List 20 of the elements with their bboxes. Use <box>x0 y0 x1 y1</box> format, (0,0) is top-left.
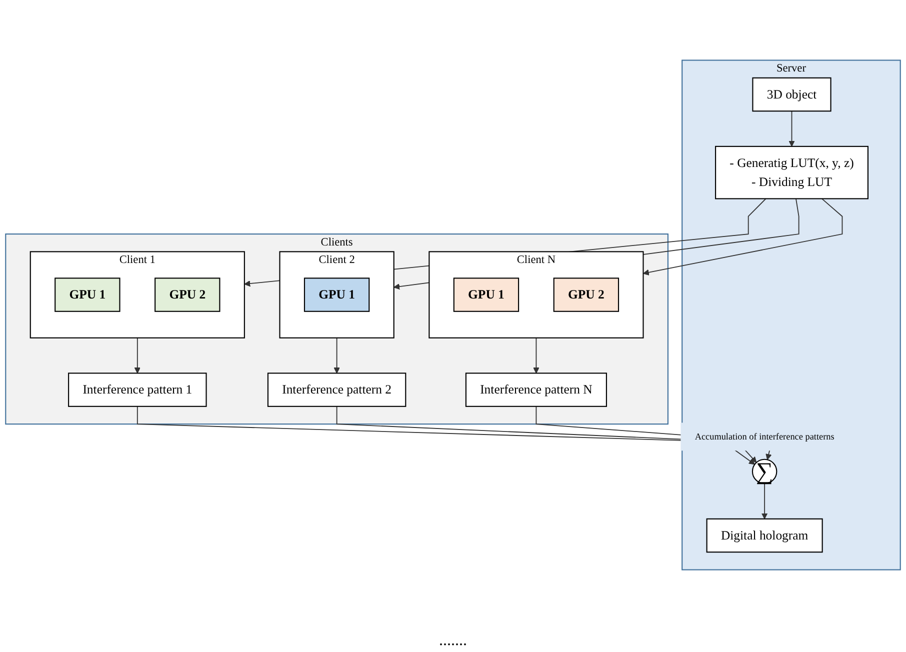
node-box: Digital hologram <box>706 518 823 553</box>
node-box: Interference pattern N <box>465 372 607 407</box>
node-box: Interference pattern 2 <box>267 372 406 407</box>
node-box: - Generatig LUT(x, y, z) - Dividing LUT <box>715 146 868 200</box>
arrow <box>761 483 768 520</box>
node-box: GPU 1 <box>54 278 120 312</box>
arrow <box>334 337 340 374</box>
node-label: Accumulation of interference patterns <box>694 431 834 442</box>
node-box: 3D object <box>752 77 832 112</box>
node-box: GPU 2 <box>553 278 620 312</box>
arrow <box>533 337 540 374</box>
node-box: Interference pattern 1 <box>68 372 207 407</box>
ellipsis-label: ....... <box>439 632 467 649</box>
node-box: GPU 1 <box>453 278 520 312</box>
arrow <box>136 406 756 465</box>
node-box: GPU 2 <box>154 278 220 312</box>
arrow <box>134 337 141 374</box>
node-box: GPU 1 <box>304 278 370 312</box>
arrow <box>788 110 795 147</box>
arrow <box>642 198 843 276</box>
